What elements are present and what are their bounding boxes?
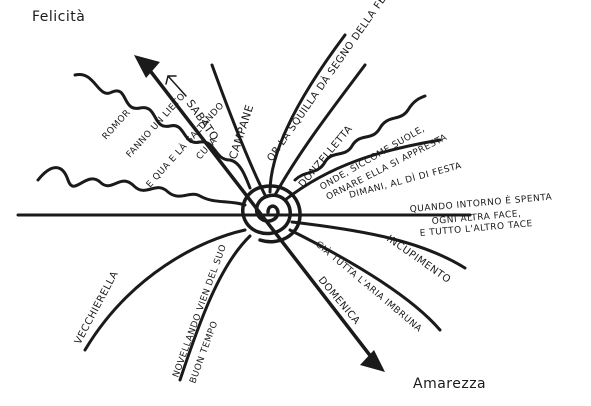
ray-squilla-2 xyxy=(273,63,367,197)
ray-novellando xyxy=(178,234,252,382)
wave-line-3 xyxy=(293,94,427,182)
arrowhead-up-icon xyxy=(134,55,160,78)
ray-donzelletta xyxy=(283,138,442,202)
label-domenica: DOMENICA xyxy=(316,275,362,327)
label-vecchierella: VECCHIERELLA xyxy=(73,269,121,346)
central-spiral xyxy=(241,184,302,244)
ray-squilla xyxy=(268,33,347,194)
ray-campane xyxy=(210,63,267,197)
label-incupimento: INCUPIMENTO xyxy=(384,233,452,285)
label-garzoncelli-3: ROMOR xyxy=(101,108,133,142)
wave-line-1 xyxy=(73,73,252,190)
arrowhead-down-icon xyxy=(360,350,385,372)
label-amarezza: Amarezza xyxy=(413,376,486,392)
label-felicita: Felicità xyxy=(32,9,85,25)
wave-line-2 xyxy=(36,166,247,207)
ray-vecchierella xyxy=(83,228,247,352)
ray-incupimento xyxy=(290,220,467,270)
small-arrow-icon xyxy=(165,75,187,97)
label-quando-1: QUANDO INTORNO È SPENTA xyxy=(409,191,553,215)
ray-gia-tutta xyxy=(288,228,442,332)
diagonal-arrow xyxy=(134,55,385,372)
